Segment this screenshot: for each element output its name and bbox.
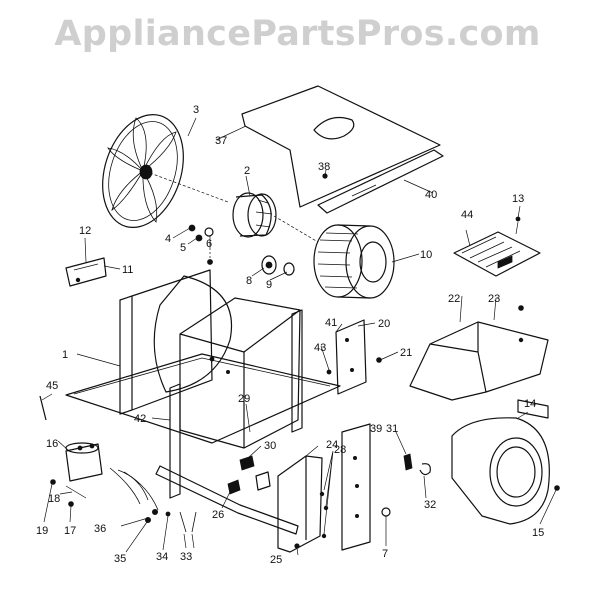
callout-21: 21 [400,347,412,359]
callout-14: 14 [524,398,536,410]
mounting-plate [326,319,382,395]
blower-housing [409,305,549,401]
callout-9: 9 [266,279,272,291]
top-panel [241,85,441,208]
callout-19: 19 [36,525,48,537]
callout-1: 1 [62,349,68,361]
callout-13: 13 [512,193,524,205]
callout-3: 3 [193,104,199,116]
callout-38: 38 [318,161,330,173]
callout-30: 30 [264,440,276,452]
callout-2: 2 [244,165,250,177]
callout-17: 17 [64,525,76,537]
callout-16: 16 [46,438,58,450]
callout-32: 32 [424,499,436,511]
callout-41: 41 [325,317,337,329]
callout-40: 40 [425,189,437,201]
cabinet [65,269,341,535]
callout-29: 29 [238,393,250,405]
callout-37: 37 [215,135,227,147]
scroll-housing [451,399,560,525]
callout-8: 8 [246,275,252,287]
callout-10: 10 [420,249,432,261]
callout-39: 39 [370,423,382,435]
callout-labels: 1 2 3 4 5 6 7 8 9 10 11 12 13 14 15 16 1… [36,104,544,566]
leader-lines [41,117,557,556]
callout-12: 12 [79,225,91,237]
callout-42: 42 [134,413,146,425]
callout-5: 5 [180,242,186,254]
callout-24: 24 [326,439,338,451]
callout-28: 28 [334,444,346,456]
nut [381,507,391,517]
fan-motor [232,192,319,243]
callout-26: 26 [212,509,224,521]
control-board [453,216,541,277]
lower-rail-parts [144,508,197,533]
screw-bottom [294,543,300,549]
callout-18: 18 [48,493,60,505]
callout-15: 15 [532,527,544,539]
wire-harness [50,467,159,511]
control-box [277,455,329,553]
callout-44: 44 [461,209,473,221]
callout-6: 6 [206,238,212,250]
relay-parts [227,455,271,495]
bracket [65,257,107,287]
leader-29 [245,403,251,433]
callout-35: 35 [114,553,126,565]
callout-4: 4 [165,233,171,245]
callout-7: 7 [382,548,388,560]
cover-plate [341,423,371,551]
motor-mount-parts [261,255,295,276]
callout-31: 31 [386,423,398,435]
blower-wheel [313,224,395,299]
callout-11: 11 [122,264,133,276]
capacitor [65,442,103,482]
callout-33: 33 [180,551,192,563]
callout-43: 43 [314,342,326,354]
callout-22: 22 [448,293,460,305]
site-watermark: AppliancePartsPros.com [54,14,541,54]
screw [39,395,47,421]
switch-parts [403,453,431,476]
callout-25: 25 [270,554,282,566]
callout-23: 23 [488,293,500,305]
callout-20: 20 [378,318,390,330]
callout-34: 34 [156,551,168,563]
callout-36: 36 [94,523,106,535]
motor-hardware [188,224,214,265]
rail [317,149,444,214]
callout-45: 45 [46,380,58,392]
fan-blade [102,114,229,228]
